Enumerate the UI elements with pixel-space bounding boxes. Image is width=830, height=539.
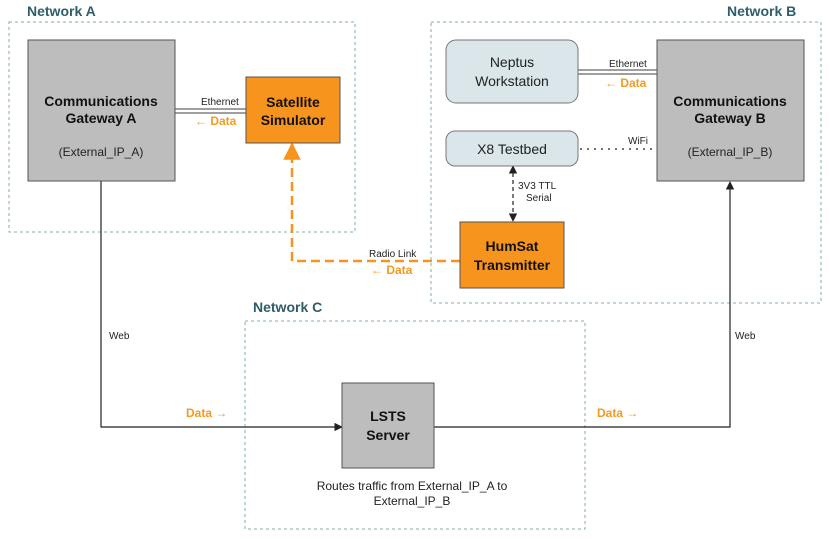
wifi-label: WiFi xyxy=(628,136,648,147)
neptus-line1: Neptus xyxy=(490,54,534,70)
data-b-label: ← Data xyxy=(605,76,647,90)
network-c-title: Network C xyxy=(253,299,322,315)
humsat-transmitter-node: HumSat Transmitter xyxy=(459,221,565,289)
data-right-label: Data → xyxy=(597,406,638,420)
x8-label: X8 Testbed xyxy=(477,141,547,157)
network-a-region xyxy=(8,21,356,233)
lsts-server-node: LSTS Server xyxy=(341,382,435,469)
neptus-line2: Workstation xyxy=(475,73,549,89)
lsts-line2: Server xyxy=(366,427,410,443)
ethernet-link-a xyxy=(175,108,247,114)
gateway-a-line1: Communications xyxy=(44,93,158,109)
serial-label-1: 3V3 TTL xyxy=(518,181,557,192)
radio-link xyxy=(283,142,460,263)
web-link-left xyxy=(100,181,343,432)
network-b-title: Network B xyxy=(727,3,796,19)
gateway-a-ip: (External_IP_A) xyxy=(59,145,144,159)
satellite-simulator-node: Satellite Simulator xyxy=(245,76,341,144)
routes-note-line2: External_IP_B xyxy=(374,494,451,508)
radio-label: Radio Link xyxy=(369,249,417,260)
web-link-right xyxy=(434,181,735,428)
satellite-line1: Satellite xyxy=(266,94,320,110)
routes-note-line1: Routes traffic from External_IP_A to xyxy=(317,479,508,493)
ethernet-link-b xyxy=(578,69,657,75)
web-left-label: Web xyxy=(109,331,130,342)
ethernet-a-label: Ethernet xyxy=(201,97,239,108)
ethernet-b-label: Ethernet xyxy=(609,59,647,70)
gateway-b-node: Communications Gateway B (External_IP_B) xyxy=(656,39,805,182)
serial-label-2: Serial xyxy=(526,193,552,204)
data-a-label: ← Data xyxy=(195,114,237,128)
gateway-b-line2: Gateway B xyxy=(694,110,766,126)
web-right-label: Web xyxy=(735,331,756,342)
gateway-a-line2: Gateway A xyxy=(65,110,136,126)
gateway-b-ip: (External_IP_B) xyxy=(688,145,773,159)
data-left-label: Data → xyxy=(186,406,227,420)
x8-testbed-node: X8 Testbed xyxy=(445,130,579,167)
network-a-title: Network A xyxy=(27,3,96,19)
neptus-workstation-node: Neptus Workstation xyxy=(445,39,579,104)
data-radio-label: ← Data xyxy=(371,263,413,277)
gateway-a-node: Communications Gateway A (External_IP_A) xyxy=(27,39,176,182)
network-c-region xyxy=(244,320,586,530)
lsts-line1: LSTS xyxy=(370,408,406,424)
satellite-line2: Simulator xyxy=(261,112,326,128)
humsat-line2: Transmitter xyxy=(474,257,551,273)
network-b-region xyxy=(430,21,822,304)
humsat-line1: HumSat xyxy=(486,238,539,254)
gateway-b-line1: Communications xyxy=(673,93,787,109)
